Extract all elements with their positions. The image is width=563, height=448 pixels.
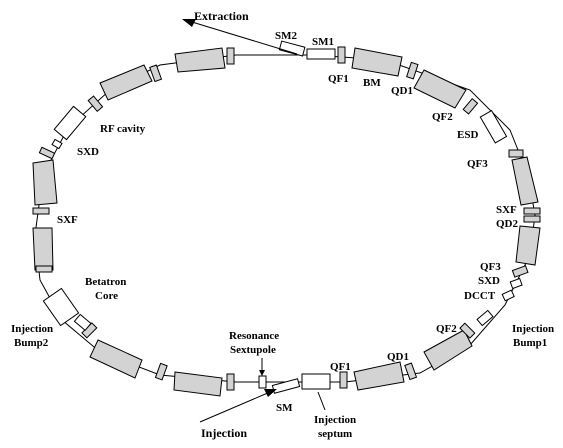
rf-cavity [53, 105, 87, 141]
label-sm1: SM1 [312, 36, 334, 48]
diagram-labels: Extraction SM2 SM1 QF1 BM QD1 QF2 ESD QF… [11, 9, 554, 440]
label-resonance-l1: Resonance [229, 330, 279, 342]
dipole-right-lower [515, 225, 541, 266]
betatron-core [42, 287, 80, 327]
quad-qd1-top [406, 61, 419, 80]
injection-bump2 [73, 313, 92, 332]
dipole-right-upper [511, 156, 539, 206]
label-qf1-bottom: QF1 [330, 361, 351, 373]
resonance-sextupole [258, 375, 267, 389]
label-betatron-l1: Betatron [85, 276, 126, 288]
dipole-bottom-left-1 [173, 371, 223, 397]
label-sm2: SM2 [275, 30, 298, 42]
label-sxd-left: SXD [77, 146, 99, 158]
dipole-bottom-right-1 [423, 329, 473, 371]
septum-pointer-line [317, 391, 326, 411]
label-qd1-top: QD1 [391, 85, 413, 97]
quad-sxf-left [32, 207, 50, 215]
quad-qf1-bottom [339, 371, 348, 389]
label-injection-bump1-l1: Injection [512, 323, 554, 335]
label-injection-bump1-l2: Bump1 [513, 337, 547, 349]
esd [479, 109, 508, 144]
dipole-left-lower [32, 227, 54, 271]
label-dcct: DCCT [464, 290, 496, 302]
label-resonance-l2: Sextupole [230, 344, 276, 356]
quad-top-left-2 [149, 64, 163, 83]
quad-qd2 [523, 215, 541, 223]
quad-left-lower [35, 265, 53, 273]
extraction-line [191, 21, 298, 55]
dipole-top-right-1 [351, 47, 403, 77]
injection-line [199, 391, 271, 423]
quadrupole-magnets [32, 46, 541, 391]
sm2-septum-magnet [278, 40, 306, 57]
label-injection: Injection [201, 426, 247, 440]
label-esd: ESD [457, 129, 478, 141]
label-sxd-right: SXD [478, 275, 500, 287]
dipole-bottom-right-2 [353, 361, 405, 391]
label-betatron-l2: Core [95, 290, 118, 302]
extraction-arrowhead [182, 19, 196, 27]
dipole-bottom-left-2 [89, 339, 143, 379]
sm1-septum-magnet [306, 48, 336, 60]
quad-qf2-bottom [459, 322, 476, 339]
dipole-left-upper [32, 159, 58, 206]
sxd-left-small [51, 138, 63, 150]
quad-sxd-left [38, 146, 56, 160]
resonance-pointer-arrow [259, 370, 265, 376]
label-sxf-right: SXF [496, 204, 517, 216]
injection-septum [301, 373, 331, 390]
dipole-magnets [32, 47, 541, 397]
quad-top-left [226, 47, 235, 65]
label-qf2-bottom: QF2 [436, 323, 457, 335]
quad-sxf-right [523, 207, 541, 215]
dipole-top-left-1 [174, 47, 226, 73]
white-components [42, 40, 523, 394]
injection-arrowhead [264, 389, 277, 397]
label-qf1-top: QF1 [328, 73, 349, 85]
quad-bottom-left-2 [154, 362, 168, 381]
label-sm-bottom: SM [276, 402, 293, 414]
label-qd2: QD2 [496, 218, 519, 230]
label-rf-cavity: RF cavity [100, 123, 146, 135]
quad-qd1-bottom [404, 362, 418, 381]
quad-qf3-upper [508, 149, 524, 158]
quad-qf1-top [337, 46, 346, 64]
sm-septum-injection [271, 378, 301, 394]
quad-qf3-lower [511, 265, 529, 278]
label-qf3-lower: QF3 [480, 261, 501, 273]
label-injection-bump2-l1: Injection [11, 323, 53, 335]
sxd-right-small [509, 277, 523, 290]
quad-qf2-right [462, 98, 479, 115]
label-qf2-right: QF2 [432, 111, 453, 123]
dipole-top-right-2 [413, 69, 467, 109]
quad-bottom-left [226, 373, 235, 391]
label-injection-bump2-l2: Bump2 [14, 337, 49, 349]
dcct-small [501, 289, 515, 302]
quad-upper-left [87, 95, 104, 112]
label-bm: BM [363, 77, 381, 89]
injection-bump1 [476, 309, 494, 327]
label-sxf-left: SXF [57, 214, 78, 226]
label-extraction: Extraction [194, 9, 249, 23]
label-qf3-upper: QF3 [467, 158, 488, 170]
label-injection-septum-l1: Injection [314, 414, 356, 426]
label-injection-septum-l2: septum [318, 428, 352, 440]
label-qd1-bottom: QD1 [387, 351, 409, 363]
dipole-top-left-2 [99, 64, 153, 101]
